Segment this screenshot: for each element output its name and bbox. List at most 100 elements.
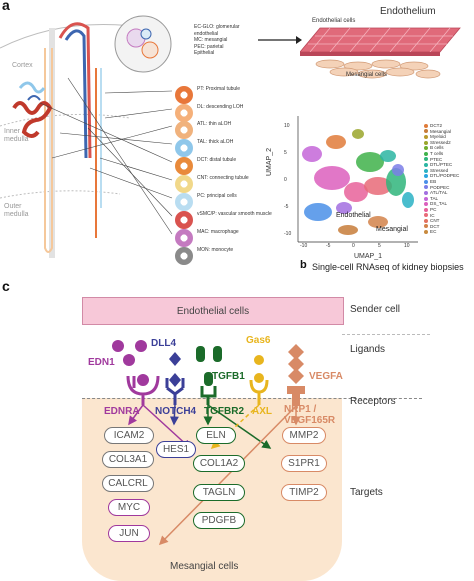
cluster-name: T cells bbox=[430, 150, 444, 156]
legend-label: MON: monocyte bbox=[197, 247, 234, 253]
sender-box-label: Endothelial cells bbox=[176, 305, 250, 317]
cluster-name: DS_TAL bbox=[430, 201, 448, 207]
umap-ytick: 10 bbox=[284, 123, 290, 129]
target-s1pr1: S1PR1 bbox=[281, 455, 327, 472]
target-calcrl: CALCRL bbox=[102, 475, 154, 492]
legend-label: DL: descending LOH bbox=[197, 104, 244, 110]
cluster-legend-item: PODPEC bbox=[424, 185, 459, 191]
cluster-legend-item: B cells bbox=[424, 145, 459, 151]
monocyte-icon bbox=[175, 247, 193, 265]
legend-label: ATL: thin aLOH bbox=[197, 121, 232, 127]
receptor-ednra: EDNRA bbox=[104, 406, 140, 417]
umap-endothelial-label: Endothelial bbox=[336, 212, 371, 219]
principal-cells-icon bbox=[175, 193, 193, 211]
cluster-name: Stressed2 bbox=[430, 139, 451, 145]
umap-ytick: 0 bbox=[284, 177, 287, 183]
umap-xtick: -10 bbox=[300, 243, 308, 249]
umap-ytick: -5 bbox=[284, 204, 289, 210]
umap-mesangial-label: Mesangial bbox=[376, 226, 408, 233]
target-col1a2: COL1A2 bbox=[193, 455, 245, 472]
cluster-legend-item: PTEC bbox=[424, 157, 459, 163]
cluster-color-dot bbox=[424, 157, 428, 162]
cluster-name: DCT2 bbox=[430, 123, 442, 128]
receptor-divider bbox=[82, 398, 422, 399]
umap-xtick: -5 bbox=[326, 243, 331, 249]
cluster-name: Mesangial bbox=[430, 128, 451, 134]
cluster-color-dot bbox=[424, 174, 428, 179]
thick-aloh-icon bbox=[175, 139, 193, 157]
cluster-color-dot bbox=[424, 190, 428, 195]
ligand-vegfa: VEGFA bbox=[309, 371, 343, 382]
glomerulus-legend: EC-GLO: glomerular endothelial MC: mesan… bbox=[194, 24, 240, 56]
umap-plot bbox=[297, 116, 418, 243]
umap-cluster-blob bbox=[356, 152, 384, 172]
receptor-tgfbr2: TGFBR2 bbox=[204, 406, 244, 417]
umap-cluster-blob bbox=[302, 146, 322, 162]
umap-cluster-blob bbox=[314, 166, 350, 190]
legend-label: DCT: distal tubule bbox=[197, 157, 237, 163]
target-pdgfb: PDGFB bbox=[193, 512, 245, 529]
panel-c-letter: c bbox=[2, 278, 10, 294]
outer-medulla-label: Outer medulla bbox=[4, 203, 29, 218]
vascular-smooth-muscle-icon bbox=[175, 211, 193, 229]
mesangial-cells-label: Mesangial cells bbox=[346, 72, 388, 78]
cluster-color-dot bbox=[424, 123, 428, 128]
target-col3a1: COL3A1 bbox=[102, 451, 154, 468]
legend-row: MON: monocyte bbox=[175, 247, 273, 265]
cluster-legend-item: TAL bbox=[424, 196, 459, 202]
inner-medulla-label: Inner medulla bbox=[4, 128, 29, 143]
legend-row: TAL: thick aLOH bbox=[175, 139, 273, 157]
cluster-name: DTL/PODPEC bbox=[430, 173, 460, 179]
cluster-legend-item: T cells bbox=[424, 151, 459, 157]
cluster-color-dot bbox=[424, 179, 428, 184]
cluster-name: PTEC bbox=[430, 156, 443, 162]
cluster-color-dot bbox=[424, 185, 428, 190]
ligand-divider bbox=[342, 334, 430, 335]
target-eln: ELN bbox=[196, 427, 236, 444]
endothelium-sheet bbox=[300, 27, 461, 79]
cluster-legend-item: EC bbox=[424, 229, 459, 235]
legend-row: DL: descending LOH bbox=[175, 104, 273, 122]
legend-row: vSMC/P: vascular smooth muscle bbox=[175, 211, 273, 229]
cluster-name: EB bbox=[430, 178, 437, 184]
umap-xlabel: UMAP_1 bbox=[354, 253, 383, 260]
nephron-illustration bbox=[0, 15, 173, 258]
umap-cluster-blob bbox=[380, 150, 396, 162]
cluster-legend-item: EB bbox=[424, 179, 459, 185]
target-icam2: ICAM2 bbox=[104, 427, 154, 444]
descending-loh-icon bbox=[175, 104, 193, 122]
ligand-edn1: EDN1 bbox=[88, 357, 115, 368]
ligand-tgfb1: TGFB1 bbox=[212, 371, 245, 382]
umap-xtick: 5 bbox=[378, 243, 381, 249]
cluster-color-dot bbox=[424, 151, 428, 156]
cluster-color-dot bbox=[424, 140, 428, 145]
row-label-targets: Targets bbox=[350, 487, 383, 498]
cluster-legend-item: ATL/TAL bbox=[424, 190, 459, 196]
cluster-legend-item: DS_TAL bbox=[424, 201, 459, 207]
cluster-color-dot bbox=[424, 224, 428, 229]
panel-b-letter: b bbox=[300, 259, 307, 271]
row-label-ligands: Ligands bbox=[350, 344, 386, 355]
cluster-color-dot bbox=[424, 213, 428, 218]
target-jun: JUN bbox=[108, 525, 150, 542]
umap-cluster-blob bbox=[304, 203, 332, 221]
cluster-legend-item: CNT bbox=[424, 218, 459, 224]
legend-row: CNT: connecting tubule bbox=[175, 175, 273, 193]
cluster-color-dot bbox=[424, 162, 428, 167]
cluster-legend-item: Mesangial bbox=[424, 129, 459, 135]
legend-row: DCT: distal tubule bbox=[175, 157, 273, 175]
target-timp2: TIMP2 bbox=[281, 484, 327, 501]
target-hes1: HES1 bbox=[156, 441, 196, 458]
cluster-color-dot bbox=[424, 207, 428, 212]
cluster-color-dot bbox=[424, 218, 428, 223]
cluster-name: DTL/PTEC bbox=[430, 162, 453, 168]
cluster-legend-item: DTL/PTEC bbox=[424, 162, 459, 168]
cluster-color-dot bbox=[424, 202, 428, 207]
cluster-color-dot bbox=[424, 230, 428, 235]
receptor-axl: AXL bbox=[252, 406, 272, 417]
legend-row: PC: principal cells bbox=[175, 193, 273, 211]
umap-cluster-blob bbox=[344, 182, 368, 202]
cluster-name: ATL/TAL bbox=[430, 190, 448, 196]
cluster-legend-item: DTL/PODPEC bbox=[424, 173, 459, 179]
receptor-nrp1: NRP1 / VEGF165R bbox=[284, 404, 336, 426]
